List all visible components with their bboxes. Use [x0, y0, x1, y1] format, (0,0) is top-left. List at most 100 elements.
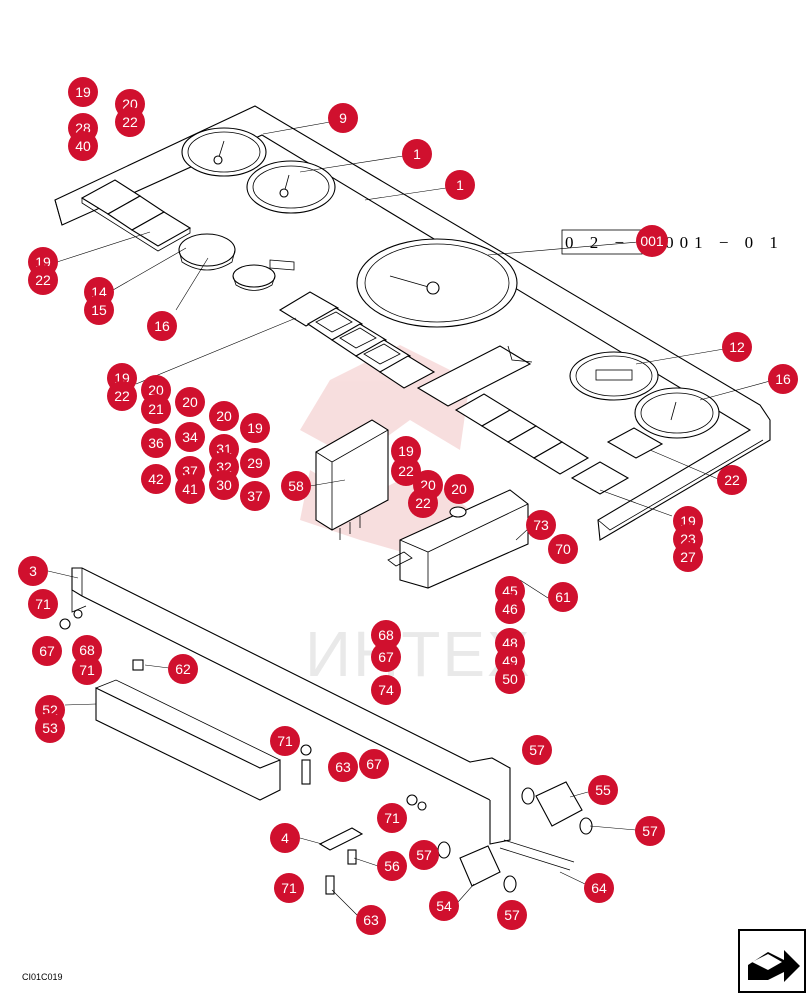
callout-circle [445, 170, 475, 200]
callout-number: 21 [148, 401, 164, 417]
callout-54: 54 [429, 891, 459, 921]
callout-71: 71 [377, 803, 407, 833]
callout-71: 71 [274, 873, 304, 903]
callout-22: 22 [391, 456, 421, 486]
callout-number: 15 [91, 302, 107, 318]
callout-3: 3 [18, 556, 48, 586]
callout-number: 4 [281, 830, 289, 846]
callout-circle [408, 488, 438, 518]
callout-circle [209, 470, 239, 500]
gauge-hour-meter [569, 351, 659, 401]
callout-number: 3 [29, 563, 37, 579]
callout-22: 22 [717, 465, 747, 495]
controller-box [387, 489, 529, 589]
callout-number: 1 [413, 146, 421, 162]
panel-slot [416, 345, 533, 407]
callout-number: 64 [591, 880, 607, 896]
callout-number: 67 [39, 643, 55, 659]
callout-circle [168, 654, 198, 684]
callout-12: 12 [722, 332, 752, 362]
callout-41: 41 [175, 474, 205, 504]
callout-number: 57 [529, 742, 545, 758]
gauge-small-1 [181, 127, 267, 177]
callout-number: 16 [775, 371, 791, 387]
callout-circle [636, 225, 668, 257]
callout-circle [371, 675, 401, 705]
callout-22: 22 [115, 107, 145, 137]
callout-circle [68, 77, 98, 107]
callout-number: 71 [35, 596, 51, 612]
callout-circle [722, 332, 752, 362]
callout-circle [371, 620, 401, 650]
callout-number: 53 [42, 720, 58, 736]
callout-36: 36 [141, 428, 171, 458]
callout-number: 70 [555, 541, 571, 557]
callout-number: 50 [502, 671, 518, 687]
callout-circle [175, 387, 205, 417]
callout-22: 22 [28, 265, 58, 295]
callout-circle [28, 265, 58, 295]
callout-number: 57 [642, 823, 658, 839]
callout-number: 19 [247, 420, 263, 436]
callout-67: 67 [359, 749, 389, 779]
callout-number: 63 [363, 912, 379, 928]
callout-number: 36 [148, 435, 164, 451]
callout-circle [495, 594, 525, 624]
callout-circle [371, 642, 401, 672]
callout-circle [377, 803, 407, 833]
callout-number: 40 [75, 138, 91, 154]
callout-number: 27 [680, 549, 696, 565]
callout-circle [356, 905, 386, 935]
callout-number: 22 [415, 495, 431, 511]
callout-71: 71 [270, 726, 300, 756]
callout-circle [147, 311, 177, 341]
callout-34: 34 [175, 422, 205, 452]
callout-number: 30 [216, 477, 232, 493]
callout-number: 20 [148, 382, 164, 398]
callout-22: 22 [408, 488, 438, 518]
callout-circle [68, 131, 98, 161]
round-indicator-2 [232, 259, 295, 291]
mounting-rail [71, 567, 511, 845]
callout-circle [28, 589, 58, 619]
callout-16: 16 [147, 311, 177, 341]
reference-code: CI01C019 [22, 972, 63, 982]
callout-74: 74 [371, 675, 401, 705]
callout-58: 58 [281, 471, 311, 501]
arrow-box-icon[interactable] [738, 929, 806, 993]
watermark-text: ИНТЕХ [305, 618, 532, 690]
callout-circle [768, 364, 798, 394]
part-code-text: 0 2 − 0 001 − 0 1 [565, 233, 784, 252]
callout-number: 41 [182, 481, 198, 497]
callout-20: 20 [444, 474, 474, 504]
callout-circle [409, 840, 439, 870]
gauge-small-2 [246, 160, 336, 214]
callout-number: 22 [398, 463, 414, 479]
callout-19: 19 [240, 413, 270, 443]
callout-number: 19 [398, 443, 414, 459]
callout-number: 42 [148, 471, 164, 487]
callout-circle [35, 713, 65, 743]
callout-number: 29 [247, 455, 263, 471]
callout-22: 22 [107, 381, 137, 411]
callout-46: 46 [495, 594, 525, 624]
callout-circle [281, 471, 311, 501]
callout-number: 20 [451, 481, 467, 497]
callout-71: 71 [72, 655, 102, 685]
callout-circle [209, 401, 239, 431]
callout-circle [18, 556, 48, 586]
callout-number: 63 [335, 759, 351, 775]
callout-circle [548, 534, 578, 564]
callout-19: 19 [68, 77, 98, 107]
callout-circle [635, 816, 665, 846]
callout-55: 55 [588, 775, 618, 805]
callout-number: 22 [114, 388, 130, 404]
callout-4: 4 [270, 823, 300, 853]
callout-number: 58 [288, 478, 304, 494]
callout-number: 68 [79, 642, 95, 658]
callout-number: 22 [122, 114, 138, 130]
callout-53: 53 [35, 713, 65, 743]
callout-number: 73 [533, 517, 549, 533]
callout-number: 71 [79, 662, 95, 678]
callout-number: 67 [366, 756, 382, 772]
